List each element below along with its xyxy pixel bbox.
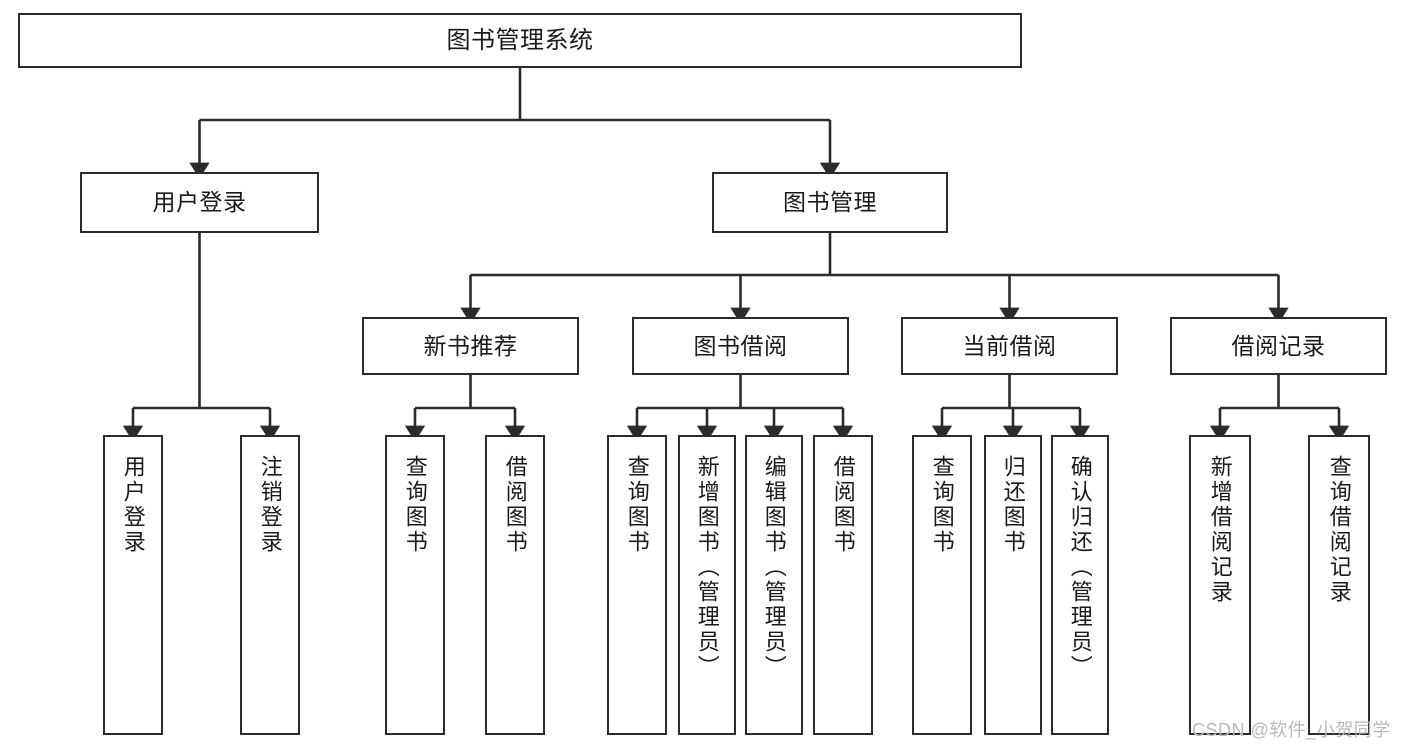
node-user-login[interactable]: 用户登录 <box>80 172 319 233</box>
node-current-borrowing-label: 当前借阅 <box>962 332 1057 359</box>
node-root-label: 图书管理系统 <box>446 26 594 54</box>
node-leaf-add-book-label: 新增图书（管理员） <box>694 455 720 680</box>
node-leaf-query-borrow-record-label: 查询借阅记录 <box>1326 455 1352 605</box>
node-leaf-user-login[interactable]: 用户登录 <box>103 435 163 735</box>
node-leaf-borrow-book-b-label: 借阅图书 <box>830 455 856 555</box>
node-book-management-label: 图书管理 <box>783 189 877 216</box>
node-leaf-return-book[interactable]: 归还图书 <box>984 435 1042 735</box>
node-leaf-query-borrow-record[interactable]: 查询借阅记录 <box>1308 435 1370 735</box>
node-leaf-confirm-return-label: 确认归还（管理员） <box>1067 455 1093 680</box>
node-leaf-add-borrow-record[interactable]: 新增借阅记录 <box>1189 435 1251 735</box>
node-leaf-query-book-b[interactable]: 查询图书 <box>607 435 667 735</box>
node-root[interactable]: 图书管理系统 <box>18 13 1022 68</box>
node-leaf-return-book-label: 归还图书 <box>1000 455 1026 555</box>
node-leaf-borrow-book-a-label: 借阅图书 <box>502 455 528 555</box>
node-leaf-add-borrow-record-label: 新增借阅记录 <box>1207 455 1233 605</box>
node-leaf-query-book-c[interactable]: 查询图书 <box>912 435 972 735</box>
node-leaf-borrow-book-a[interactable]: 借阅图书 <box>485 435 545 735</box>
node-leaf-add-book[interactable]: 新增图书（管理员） <box>678 435 736 735</box>
node-leaf-query-book-a[interactable]: 查询图书 <box>385 435 445 735</box>
node-user-login-label: 用户登录 <box>152 189 247 216</box>
node-leaf-borrow-book-b[interactable]: 借阅图书 <box>813 435 873 735</box>
node-book-management[interactable]: 图书管理 <box>712 172 948 233</box>
node-book-borrowing[interactable]: 图书借阅 <box>632 317 849 375</box>
node-leaf-logout-login-label: 注销登录 <box>257 455 283 555</box>
node-borrowing-record[interactable]: 借阅记录 <box>1170 317 1387 375</box>
node-leaf-query-book-b-label: 查询图书 <box>624 455 650 555</box>
node-borrowing-record-label: 借阅记录 <box>1231 332 1326 359</box>
node-leaf-query-book-a-label: 查询图书 <box>402 455 428 555</box>
node-new-book-recommendation-label: 新书推荐 <box>423 332 518 359</box>
node-new-book-recommendation[interactable]: 新书推荐 <box>362 317 579 375</box>
node-leaf-query-book-c-label: 查询图书 <box>929 455 955 555</box>
node-leaf-user-login-label: 用户登录 <box>120 455 146 555</box>
node-book-borrowing-label: 图书借阅 <box>693 332 788 359</box>
node-leaf-logout-login[interactable]: 注销登录 <box>240 435 300 735</box>
node-leaf-edit-book-label: 编辑图书（管理员） <box>761 455 787 680</box>
node-leaf-confirm-return[interactable]: 确认归还（管理员） <box>1051 435 1109 735</box>
watermark-text: CSDN @软件_小贺同学 <box>1192 720 1391 740</box>
node-current-borrowing[interactable]: 当前借阅 <box>901 317 1118 375</box>
node-leaf-edit-book[interactable]: 编辑图书（管理员） <box>745 435 803 735</box>
